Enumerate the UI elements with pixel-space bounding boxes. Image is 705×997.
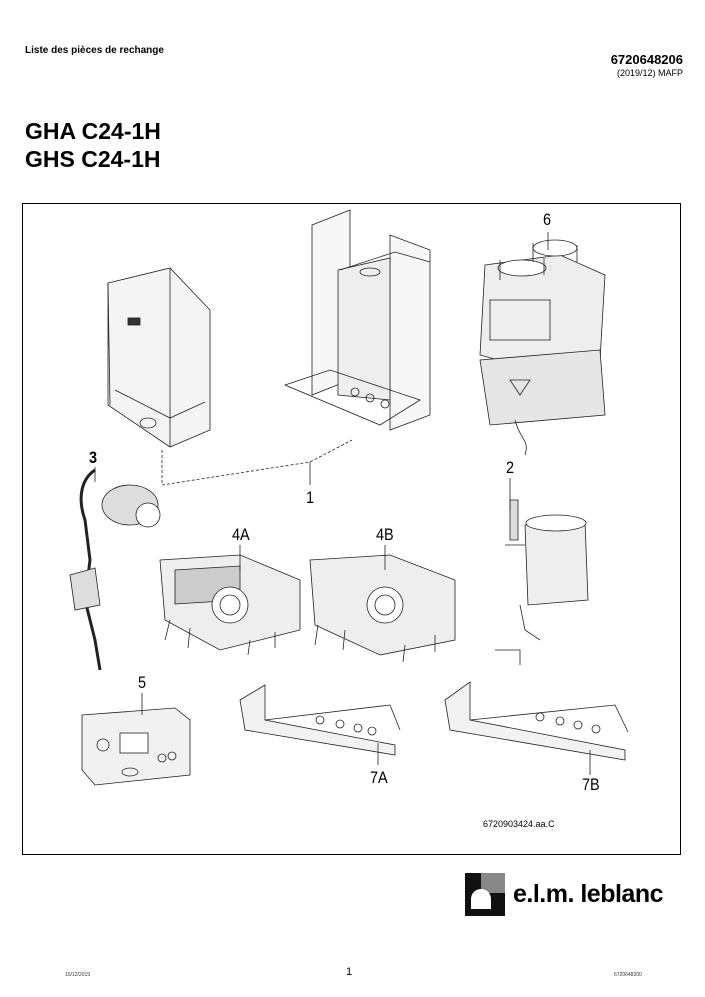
- heat-cell-drawing: [479, 239, 606, 456]
- hydraulic-group-4a-drawing: [159, 554, 301, 656]
- pump-part-3-drawing: [69, 468, 161, 671]
- callout-2: 2: [506, 458, 515, 477]
- front-casing-drawing: [107, 267, 211, 448]
- callout-4a: 4A: [232, 525, 250, 544]
- document-date: (2019/12) MAFP: [616, 68, 683, 78]
- control-panel-drawing: [81, 707, 191, 786]
- page-number: 1: [346, 966, 353, 978]
- expansion-tank-drawing: [495, 499, 589, 665]
- callout-3: 3: [89, 448, 98, 467]
- model-title-1: GHA C24-1H: [25, 118, 161, 144]
- model-title-2: GHS C24-1H: [25, 146, 161, 172]
- callout-6: 6: [543, 210, 552, 229]
- document-number: 6720648206: [610, 52, 683, 67]
- footer-reference: 6720648200: [614, 972, 642, 978]
- callout-5: 5: [138, 673, 147, 692]
- exploded-diagram-frame: [22, 203, 681, 855]
- callout-7a: 7A: [370, 768, 388, 787]
- connection-plate-7b-drawing: [444, 681, 629, 761]
- brand-logo-icon: [465, 873, 505, 916]
- hydraulic-group-4b-drawing: [309, 554, 456, 663]
- diagram-reference: 6720903424.aa.C: [483, 819, 555, 829]
- document-type: Liste des pièces de rechange: [25, 45, 164, 56]
- callout-7b: 7B: [582, 775, 600, 794]
- callout-4b: 4B: [376, 525, 394, 544]
- callout-1: 1: [306, 488, 315, 507]
- chassis-drawing: [283, 209, 431, 431]
- footer-date: 10/12/2019: [65, 972, 91, 978]
- brand-name: e.l.m. leblanc: [513, 880, 664, 908]
- connection-plate-7a-drawing: [239, 684, 401, 756]
